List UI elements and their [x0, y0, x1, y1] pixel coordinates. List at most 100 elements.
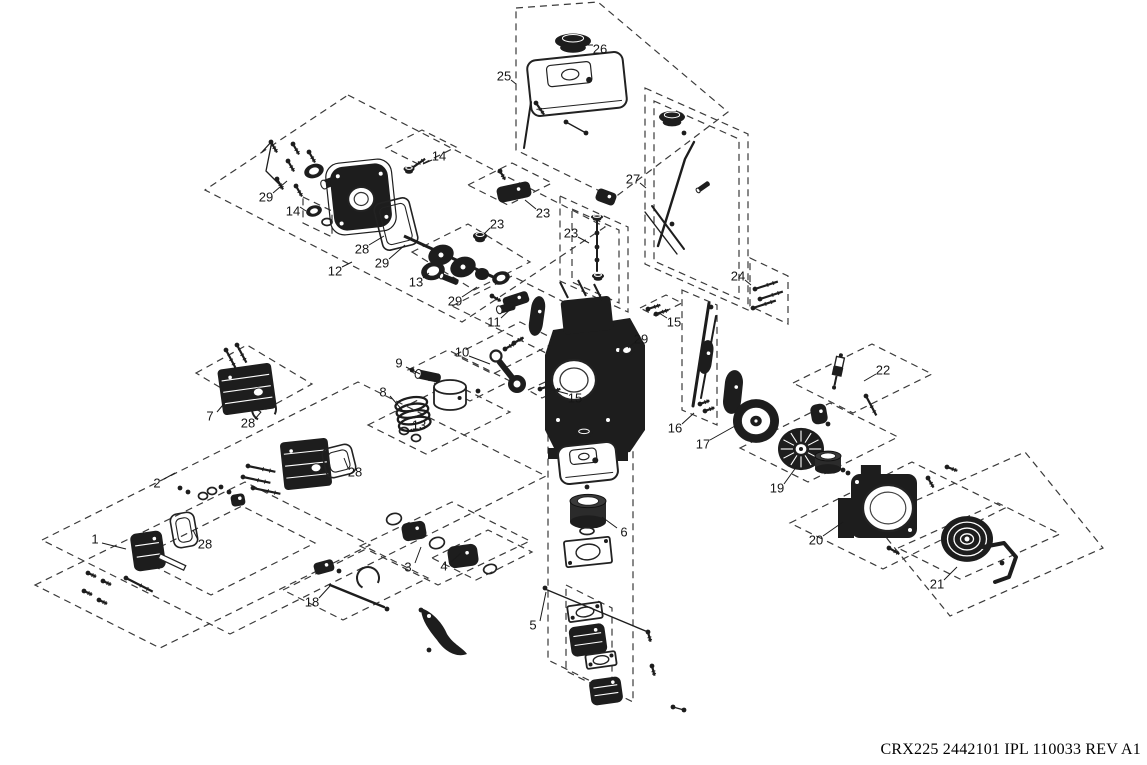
callout-label-13: 13: [409, 275, 423, 290]
aircleaner-cover-1: [130, 530, 166, 572]
head-bolt-b: [234, 342, 248, 364]
piston-pin: [414, 368, 441, 383]
cam-shaft-13a: [438, 272, 459, 285]
gov-bolt-1: [268, 139, 278, 153]
bracket-dot-a: [418, 607, 424, 613]
callout-label-28: 28: [198, 537, 212, 552]
callout-label-8: 8: [379, 385, 386, 400]
box24-bolt-1: [752, 280, 779, 292]
callout-label-23: 23: [536, 206, 550, 221]
group-box-16: [681, 289, 718, 426]
callout-21-23: 21: [930, 566, 958, 592]
callout-6-5: 6: [601, 516, 628, 540]
gov-bolt-5: [274, 176, 284, 190]
callout-14-14: 14: [422, 149, 446, 165]
group-box-1-outer: [33, 481, 372, 649]
callout-label-18: 18: [305, 595, 319, 610]
spark-plug-22-body: [831, 353, 846, 390]
callout-27-31: 27: [626, 172, 647, 189]
cable-end: [384, 606, 390, 612]
valve-parts-dot-a: [218, 484, 224, 490]
group-box-27-inner: [653, 100, 740, 300]
group-box-23c-inner: [571, 208, 620, 304]
stud-15b-2: [545, 387, 561, 396]
crankshaft: [403, 234, 503, 283]
fan-housing-20: [838, 465, 917, 538]
insulator-ring-a: [385, 512, 403, 526]
muffler-body-2: [589, 676, 623, 706]
callout-16-18: 16: [668, 412, 695, 436]
tank-bolt: [533, 100, 545, 116]
callout-1-0: 1: [91, 532, 127, 550]
callout-24-28: 24: [731, 269, 752, 286]
callout-18-20: 18: [305, 585, 331, 610]
callout-13-12: 13: [409, 272, 430, 290]
lever-16-mid: [698, 340, 714, 374]
callout-label-29: 29: [448, 294, 462, 309]
filter-ring-6: [579, 526, 595, 536]
gov-bolt-3: [285, 158, 295, 172]
callout-label-29: 29: [634, 332, 648, 347]
cover-dot-6: [584, 484, 590, 490]
tank-link-wire: [565, 121, 587, 134]
lever-stud-a: [697, 399, 710, 407]
gov-bolt-4: [306, 149, 316, 163]
primer-18: [313, 559, 335, 575]
callout-label-27: 27: [626, 172, 640, 187]
callout-3-2: 3: [404, 546, 422, 575]
callout-28-35: 28: [192, 529, 212, 552]
cylinder-head-2: [280, 438, 332, 490]
head-stud-2: [240, 474, 271, 484]
group-box-4: [430, 529, 534, 581]
muffler-flange-2: [584, 650, 618, 670]
lever-stud-b: [702, 406, 715, 414]
piston-rings-8: [394, 395, 432, 433]
callout-label-4: 4: [440, 559, 447, 574]
cylinder-head-7: [217, 362, 277, 416]
cam-follower-b: [528, 296, 546, 336]
muffler-body: [568, 623, 608, 657]
carb-gasket-28d: [169, 511, 199, 549]
callout-label-29: 29: [259, 190, 273, 205]
throttle-spring: [356, 566, 380, 590]
muffler-rod: [544, 588, 649, 633]
callout-label-7: 7: [206, 409, 213, 424]
follower-bolt: [489, 293, 502, 302]
callout-label-1: 1: [91, 532, 98, 547]
coil-bolt-22: [863, 393, 878, 416]
valve-hook-23c: [595, 188, 617, 206]
group-box-14b: [302, 196, 333, 238]
stud-15a-2: [653, 308, 669, 317]
group-box-21-outer: [871, 451, 1104, 617]
gov-bolt-2: [290, 141, 300, 155]
muffler-flange: [566, 601, 604, 623]
callout-label-6: 6: [620, 525, 627, 540]
callout-15-17: 15: [556, 391, 582, 406]
callout-label-25: 25: [497, 69, 511, 84]
group-box-22: [791, 343, 934, 414]
cover-screw-1: [85, 570, 97, 579]
washer-14b: [321, 217, 333, 227]
callout-26-30: 26: [586, 42, 607, 57]
tank-link-dot-b: [583, 130, 589, 136]
callout-23-25: 23: [524, 199, 550, 221]
callout-label-2: 2: [153, 476, 160, 491]
callout-label-26: 26: [593, 42, 607, 57]
rod-bolt-b: [511, 336, 525, 346]
callout-label-22: 22: [876, 363, 890, 378]
bearing-29c: [492, 271, 510, 285]
fuel-line: [523, 101, 532, 149]
callout-label-28: 28: [355, 242, 369, 257]
callout-label-5: 5: [529, 618, 536, 633]
oil-cap: [659, 111, 685, 127]
gov-bolt-6: [293, 183, 303, 197]
pin-clip-b: [410, 433, 422, 443]
aircleaner-cover-6: [557, 440, 619, 486]
pushrod-b: [644, 211, 678, 255]
valve-cap-23b: [473, 232, 487, 243]
stud-15b-1: [537, 383, 553, 392]
callout-14-15: 14: [286, 204, 307, 219]
oil-seal-29b: [304, 163, 324, 179]
muffler-bracket: [421, 608, 467, 656]
carb-ring: [482, 563, 498, 575]
